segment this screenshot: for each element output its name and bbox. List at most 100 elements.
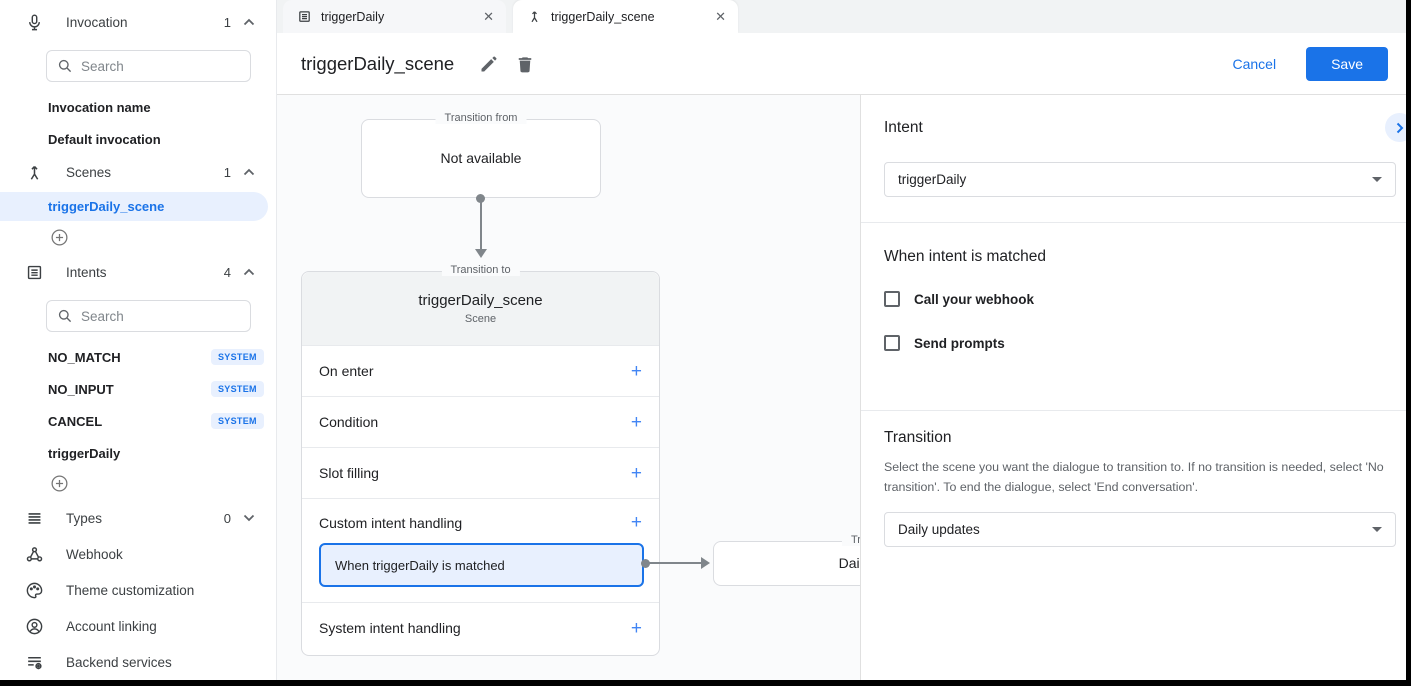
save-button[interactable]: Save [1306, 46, 1388, 81]
scene-row-header[interactable]: Slot filling + [302, 448, 659, 498]
arrow-right-icon [701, 557, 710, 569]
chevron-up-icon[interactable] [243, 18, 255, 26]
item-label: Backend services [66, 654, 172, 670]
sidebar-item-invocation-name[interactable]: Invocation name [48, 97, 151, 117]
sidebar-item-default-invocation[interactable]: Default invocation [48, 129, 161, 149]
checkbox[interactable] [884, 291, 900, 307]
send-prompts-checkbox-row[interactable]: Send prompts [884, 335, 1005, 351]
tab-label: triggerDaily [321, 9, 385, 24]
section-label: Intents [66, 264, 107, 280]
add-icon[interactable]: + [630, 512, 642, 533]
transition-target-box[interactable]: Transition to Daily updates [713, 534, 860, 586]
account-icon [25, 617, 44, 636]
item-label: NO_MATCH [48, 349, 121, 365]
call-webhook-checkbox-row[interactable]: Call your webhook [884, 291, 1034, 307]
close-tab-icon[interactable]: ✕ [715, 8, 726, 24]
scene-row-header[interactable]: System intent handling + [302, 603, 659, 653]
connector-line [480, 199, 482, 250]
sidebar-section-invocation[interactable]: Invocation 1 [0, 9, 277, 35]
sidebar-item-webhook[interactable]: Webhook [0, 541, 277, 567]
checkbox[interactable] [884, 335, 900, 351]
arrow-down-icon [475, 249, 487, 258]
item-label: triggerDaily_scene [48, 199, 165, 214]
scene-card-title: triggerDaily_scene [418, 292, 543, 309]
item-label: Default invocation [48, 131, 161, 147]
sidebar-item-theme-customization[interactable]: Theme customization [0, 577, 277, 603]
chevron-down-icon[interactable] [243, 514, 255, 522]
item-label: Webhook [66, 546, 123, 562]
scene-row-header[interactable]: Custom intent handling + [302, 499, 659, 546]
microphone-icon [25, 13, 44, 32]
transition-target-text: Daily updates [838, 555, 860, 571]
dropdown-caret-icon [1372, 527, 1382, 532]
scene-tab-icon [527, 9, 542, 24]
section-count: 1 [223, 14, 231, 30]
chevron-up-icon[interactable] [243, 168, 255, 176]
intent-detail-panel: Intent triggerDaily When intent is match… [861, 95, 1411, 680]
section-count: 4 [223, 264, 231, 280]
connector-dot [641, 559, 650, 568]
section-count: 1 [223, 164, 231, 180]
section-label: Types [66, 510, 103, 526]
add-icon[interactable]: + [630, 411, 642, 433]
sidebar-item-triggerdaily-scene[interactable]: triggerDaily_scene [0, 192, 268, 221]
intent-select[interactable]: triggerDaily [884, 162, 1396, 197]
section-count: 0 [223, 510, 231, 526]
tab-bar: triggerDaily ✕ triggerDaily_scene ✕ [277, 0, 1406, 33]
scene-row-slot-filling: Slot filling + [302, 447, 659, 498]
scene-card-header[interactable]: triggerDaily_scene Scene [302, 272, 659, 345]
add-icon[interactable]: + [630, 360, 642, 382]
search-icon [57, 308, 73, 324]
transition-from-legend: Transition from [435, 112, 527, 124]
invocation-search[interactable] [46, 50, 251, 82]
scene-row-header[interactable]: Condition + [302, 397, 659, 447]
intent-handler-selected[interactable]: When triggerDaily is matched [319, 543, 644, 587]
sidebar-item-triggerdaily[interactable]: triggerDaily [48, 443, 120, 463]
sidebar-item-no-match[interactable]: NO_MATCH SYSTEM [48, 347, 264, 367]
transition-from-box[interactable]: Transition from Not available [361, 112, 601, 198]
checkbox-label: Send prompts [914, 335, 1005, 351]
sidebar-section-scenes[interactable]: Scenes 1 [0, 159, 277, 185]
scene-card: Transition to triggerDaily_scene Scene O… [301, 264, 660, 656]
types-icon [25, 509, 44, 528]
sidebar-section-types[interactable]: Types 0 [0, 505, 277, 531]
chevron-up-icon[interactable] [243, 268, 255, 276]
section-label: Scenes [66, 164, 112, 180]
transition-select[interactable]: Daily updates [884, 512, 1396, 547]
window-edge [0, 680, 1411, 686]
add-scene-button[interactable] [50, 228, 69, 247]
intents-search[interactable] [46, 300, 251, 332]
add-intent-button[interactable] [50, 474, 69, 493]
scene-canvas: Transition from Not available Transition… [277, 95, 861, 680]
item-label: CANCEL [48, 413, 103, 429]
sidebar-section-intents[interactable]: Intents 4 [0, 259, 277, 285]
search-input[interactable] [81, 308, 240, 324]
webhook-icon [25, 545, 44, 564]
row-label: System intent handling [319, 620, 461, 636]
add-icon[interactable]: + [630, 462, 642, 484]
close-tab-icon[interactable]: ✕ [483, 8, 494, 24]
cancel-button[interactable]: Cancel [1232, 55, 1277, 72]
add-icon[interactable]: + [630, 617, 642, 639]
row-label: Custom intent handling [319, 514, 463, 531]
scene-row-header[interactable]: On enter + [302, 346, 659, 396]
sidebar-item-backend-services[interactable]: Backend services [0, 649, 277, 675]
scene-card-subtitle: Scene [464, 313, 497, 325]
transition-description: Select the scene you want the dialogue t… [884, 460, 1384, 494]
row-label: Condition [319, 414, 379, 430]
system-badge: SYSTEM [211, 413, 264, 429]
tab-triggerdaily[interactable]: triggerDaily ✕ [283, 0, 506, 33]
sidebar-item-no-input[interactable]: NO_INPUT SYSTEM [48, 379, 264, 399]
item-label: Invocation name [48, 99, 151, 115]
tab-triggerdaily-scene[interactable]: triggerDaily_scene ✕ [513, 0, 738, 33]
delete-icon[interactable] [515, 54, 535, 74]
section-label: Invocation [66, 14, 128, 30]
search-input[interactable] [81, 58, 240, 74]
sidebar-item-account-linking[interactable]: Account linking [0, 613, 277, 639]
palette-icon [25, 581, 44, 600]
transition-to-legend: Transition to [441, 264, 520, 276]
item-label: Theme customization [66, 582, 195, 598]
checkbox-label: Call your webhook [914, 291, 1035, 307]
edit-icon[interactable] [479, 54, 499, 74]
sidebar-item-cancel[interactable]: CANCEL SYSTEM [48, 411, 264, 431]
